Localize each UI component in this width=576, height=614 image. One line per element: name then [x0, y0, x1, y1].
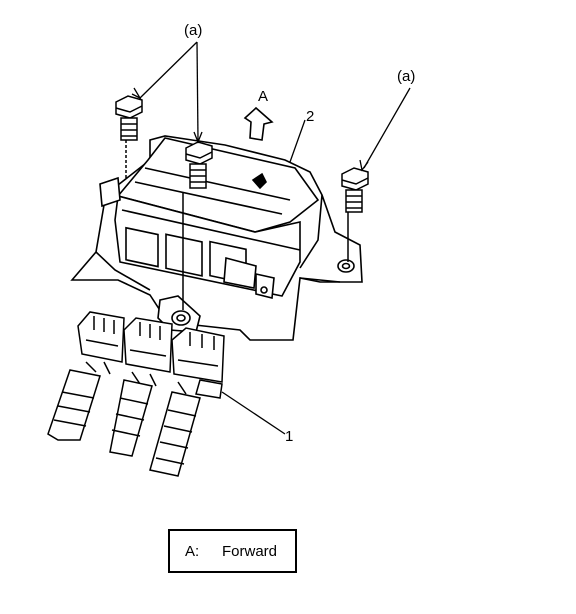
- control-module: [100, 138, 354, 332]
- part-1-label: 1: [285, 428, 294, 445]
- bolt-right-icon: [342, 168, 368, 262]
- direction-arrow-label: A: [258, 88, 269, 105]
- part-2-label: 2: [306, 108, 315, 125]
- bolt-left-icon: [116, 96, 142, 178]
- harness-cables: [48, 370, 200, 476]
- bolt-center-icon: [183, 142, 212, 310]
- legend-box: A: Forward: [168, 529, 297, 573]
- bolt-label-top: (a): [184, 22, 203, 39]
- forward-arrow-icon: [245, 108, 272, 140]
- callout-leaders: [132, 42, 410, 434]
- bolt-label-right: (a): [397, 68, 416, 85]
- harness-connectors: [78, 312, 224, 398]
- legend-key: A:: [185, 543, 200, 560]
- legend-value: Forward: [222, 543, 278, 560]
